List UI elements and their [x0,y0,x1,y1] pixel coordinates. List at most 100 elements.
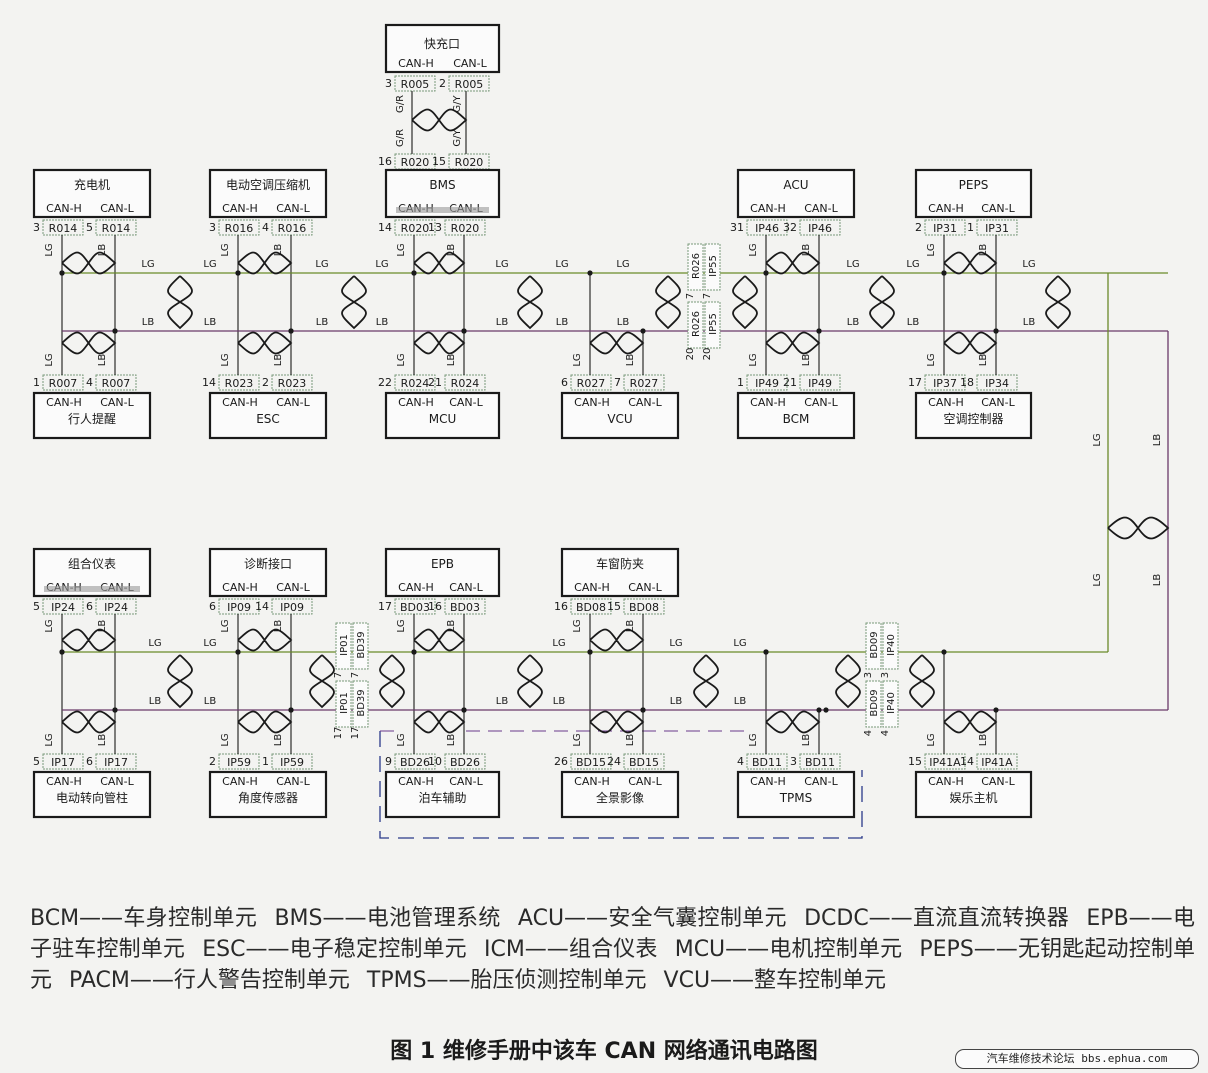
inline-connector-id: R026 [691,311,702,337]
wire-color-label: LG [396,243,407,256]
pin-connector-box [271,374,313,391]
twist-mark [693,654,719,709]
pin-number: 2 [439,77,446,90]
wire-color-label: LG [926,353,937,366]
splice-dot [763,649,769,655]
can-h-pin-label: CAN-H [928,775,964,788]
legend-entry: ACU——安全气囊控制单元 [517,906,787,931]
twist-mark [61,251,117,275]
inline-connector-id: BD09 [869,689,880,716]
wire-color-label: LB [625,620,636,633]
inline-connector-id: IP01 [339,634,350,656]
pin-number: 4 [262,221,269,234]
splice-dot [993,328,999,334]
connector-id: R007 [49,377,78,390]
module-box [560,391,680,440]
connector-box [687,301,704,349]
wire-color-label: LG [572,353,583,366]
inline-pin: 20 [685,348,696,361]
wire-color-label: LG [44,619,55,632]
module-box [736,391,856,440]
bus-label-lg: LG [1022,259,1035,270]
pin-number: 1 [262,755,269,768]
bus-label-lb: LB [670,696,683,707]
pin-number: 5 [33,755,40,768]
bus-label-lg: LG [315,259,328,270]
module-name: PEPS [959,178,989,192]
bus-label-lg: LG [669,638,682,649]
bus-label-lb: LB [617,317,630,328]
bus-label-lb: LB [556,317,569,328]
splice-dot [461,707,467,713]
pin-number: 24 [607,755,621,768]
module-name: ESC [256,412,280,426]
wire-color-label: LB [97,734,108,747]
twist-mark [341,275,367,330]
pin-number: 2 [915,221,922,234]
pin-number: 21 [783,376,797,389]
can-h-pin-label: CAN-H [574,775,610,788]
pin-number: 5 [33,600,40,613]
bus-label-lg: LG [375,259,388,270]
inline-connector-id: IP40 [886,692,897,714]
pin-connector-box [42,219,84,236]
pin-number: 1 [967,221,974,234]
pin-connector-box [448,75,490,92]
connector-id: IP49 [808,377,832,390]
inline-pin: 4 [863,730,874,736]
module-box [208,168,328,219]
can-l-pin-label: CAN-L [449,581,483,594]
connector-box [882,680,899,728]
module-name: 电动空调压缩机 [226,177,310,192]
module-name: 诊断接口 [244,556,292,571]
can-l-pin-label: CAN-L [981,775,1015,788]
twist-mark [589,710,645,734]
can-h-pin-label: CAN-H [222,581,258,594]
splice-dot [816,707,822,713]
inline-connector-id: R026 [691,253,702,279]
bus-label-lb: LB [496,696,509,707]
wire-color-label: LB [273,354,284,367]
pin-connector-box [799,219,841,236]
connector-id: BD11 [805,756,835,769]
bus-label-lb: LB [496,317,509,328]
legend-entry: DCDC——直流直流转换器 [804,906,1070,931]
can-h-pin-label: CAN-H [750,202,786,215]
pin-number: 3 [790,755,797,768]
wire-color-label: LB [273,620,284,633]
splice-dot [235,270,241,276]
bus-label-lg: LG [552,638,565,649]
can-h-pin-label: CAN-H [928,202,964,215]
twist-mark [732,275,758,330]
wire-color-label: LB [978,734,989,747]
pin-connector-box [394,374,436,391]
wire-color-label: LG [572,619,583,632]
bus-label-lb: LB [149,696,162,707]
can-l-pin-label: CAN-L [804,775,838,788]
module-box [384,391,501,440]
bus-label-lg: LG [141,259,154,270]
can-h-pin-label: CAN-H [750,775,786,788]
wire-color-label: LG [396,733,407,746]
bus-label-lb: LB [553,696,566,707]
can-l-pin-label: CAN-L [100,775,134,788]
inline-connector-id: IP55 [708,313,719,335]
pin-connector-box [271,219,313,236]
twist-mark [413,251,466,275]
twist-mark [237,251,293,275]
module-name: 角度传感器 [238,790,298,805]
can-h-pin-label: CAN-H [750,396,786,409]
pin-connector-box [623,598,665,615]
wire-color-label: LB [97,620,108,633]
twist-mark [309,654,335,709]
module-box [736,770,856,819]
legend-entry: BCM——车身控制单元 [30,906,258,931]
connector-id: BD03 [450,601,480,614]
legend-entry: BMS——电池管理系统 [274,906,501,931]
connector-id: BD08 [576,601,606,614]
can-l-pin-label: CAN-L [276,396,310,409]
can-l-pin-label: CAN-L [276,202,310,215]
